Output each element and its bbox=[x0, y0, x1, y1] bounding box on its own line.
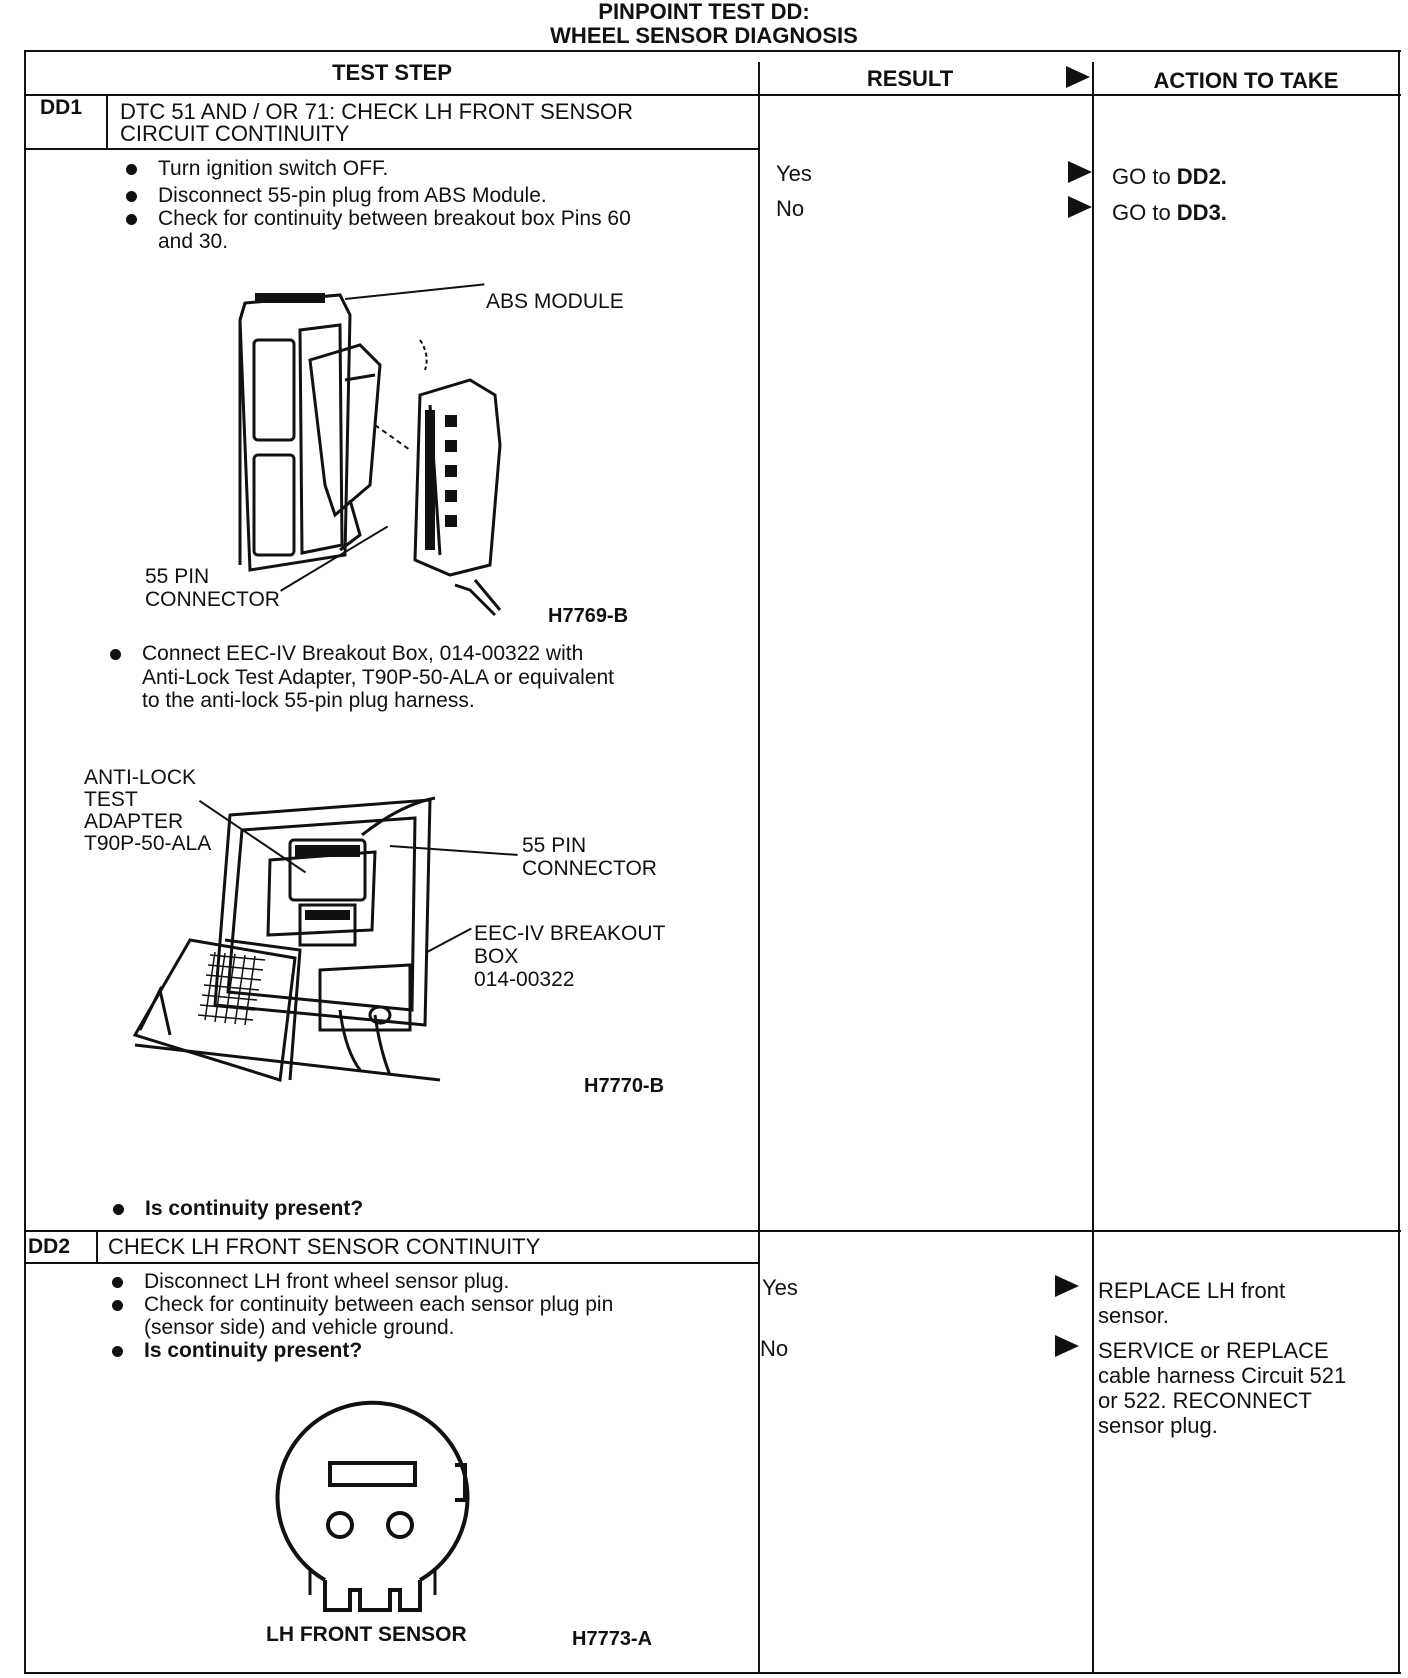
dd2-action-no-line4: sensor plug. bbox=[1098, 1413, 1218, 1438]
label-55-pin-line2: CONNECTOR bbox=[145, 588, 280, 611]
bullet-icon bbox=[112, 1277, 123, 1288]
bullet-icon bbox=[110, 649, 121, 660]
label-breakout-line1: EEC-IV BREAKOUT bbox=[474, 922, 666, 945]
header-action: ACTION TO TAKE bbox=[1153, 68, 1339, 93]
label-adapter-line3: ADAPTER bbox=[84, 810, 184, 833]
header-test-step: TEST STEP bbox=[332, 60, 452, 85]
arrow-icon bbox=[1055, 1275, 1079, 1297]
dd1-heading-line1: DTC 51 AND / OR 71: CHECK LH FRONT SENSO… bbox=[120, 99, 634, 124]
label-55-pin-2-line1: 55 PIN bbox=[522, 834, 587, 857]
figure-id: H7770-B bbox=[584, 1075, 665, 1097]
label-55-pin-line1: 55 PIN bbox=[145, 565, 210, 588]
arrow-icon bbox=[1068, 196, 1092, 218]
bullet-icon bbox=[126, 164, 137, 175]
dd2-action-yes-line1: REPLACE LH front bbox=[1098, 1278, 1286, 1303]
abs-module-illustration bbox=[238, 293, 502, 617]
dd1-step-2: Disconnect 55-pin plug from ABS Module. bbox=[126, 184, 547, 207]
dd2-action-no-line2: cable harness Circuit 521 bbox=[1098, 1363, 1347, 1388]
bullet-icon bbox=[112, 1300, 123, 1311]
page-subtitle: WHEEL SENSOR DIAGNOSIS bbox=[550, 23, 858, 48]
bullet-icon bbox=[112, 1346, 123, 1357]
arrow-icon bbox=[1055, 1335, 1079, 1357]
dd2-result-yes: Yes bbox=[762, 1275, 798, 1300]
dd2-step-1: Disconnect LH front wheel sensor plug. bbox=[112, 1270, 509, 1293]
dd1-action-no: GO to DD3. bbox=[1112, 200, 1227, 225]
label-abs-module: ABS MODULE bbox=[486, 290, 624, 313]
dd2-action-yes-line2: sensor. bbox=[1098, 1303, 1169, 1328]
dd2-heading: CHECK LH FRONT SENSOR CONTINUITY bbox=[108, 1234, 541, 1259]
dd2-question: Is continuity present? bbox=[112, 1339, 362, 1362]
dd1-result-no: No bbox=[776, 196, 805, 221]
dd2-result-no: No bbox=[760, 1336, 789, 1361]
label-breakout-line3: 014-00322 bbox=[474, 968, 575, 991]
dd1-step-3: Check for continuity between breakout bo… bbox=[126, 207, 631, 230]
header-result: RESULT bbox=[866, 66, 954, 91]
arrow-icon bbox=[1068, 161, 1092, 183]
sensor-label: LH FRONT SENSOR bbox=[266, 1623, 467, 1646]
dd1-result-yes: Yes bbox=[776, 161, 812, 186]
arrow-icon bbox=[1066, 66, 1090, 88]
dd1-question: Is continuity present? bbox=[113, 1197, 363, 1220]
dd2-step-2-cont: (sensor side) and vehicle ground. bbox=[144, 1316, 455, 1339]
label-adapter-line4: T90P-50-ALA bbox=[84, 832, 212, 855]
dd1-step-3-cont: and 30. bbox=[158, 230, 229, 253]
dd1-step-4-line2: Anti-Lock Test Adapter, T90P-50-ALA or e… bbox=[142, 666, 615, 689]
label-55-pin-2-line2: CONNECTOR bbox=[522, 857, 657, 880]
dd1-step-1: Turn ignition switch OFF. bbox=[126, 157, 388, 180]
dd2-step-2: Check for continuity between each sensor… bbox=[112, 1293, 613, 1316]
bullet-icon bbox=[126, 191, 137, 202]
page-title: PINPOINT TEST DD: bbox=[598, 0, 810, 24]
dd1-action-yes: GO to DD2. bbox=[1112, 164, 1227, 189]
bullet-icon bbox=[126, 214, 137, 225]
step-id-dd2: DD2 bbox=[28, 1235, 71, 1258]
step-id-dd1: DD1 bbox=[40, 96, 83, 119]
dd2-action-no-line1: SERVICE or REPLACE bbox=[1098, 1338, 1329, 1363]
bullet-icon bbox=[113, 1204, 124, 1215]
breakout-box-illustration bbox=[132, 796, 441, 1082]
lh-front-sensor-illustration bbox=[275, 1400, 470, 1612]
figure-id: H7773-A bbox=[572, 1628, 653, 1650]
dd2-action-no-line3: or 522. RECONNECT bbox=[1098, 1388, 1312, 1413]
dd1-step-4: Connect EEC-IV Breakout Box, 014-00322 w… bbox=[110, 642, 583, 665]
figure-id: H7769-B bbox=[548, 605, 629, 627]
label-adapter-line1: ANTI-LOCK bbox=[84, 766, 197, 789]
label-breakout-line2: BOX bbox=[474, 945, 519, 968]
dd1-heading-line2: CIRCUIT CONTINUITY bbox=[120, 121, 350, 146]
dd1-step-4-line3: to the anti-lock 55-pin plug harness. bbox=[142, 689, 475, 712]
label-adapter-line2: TEST bbox=[84, 788, 138, 811]
